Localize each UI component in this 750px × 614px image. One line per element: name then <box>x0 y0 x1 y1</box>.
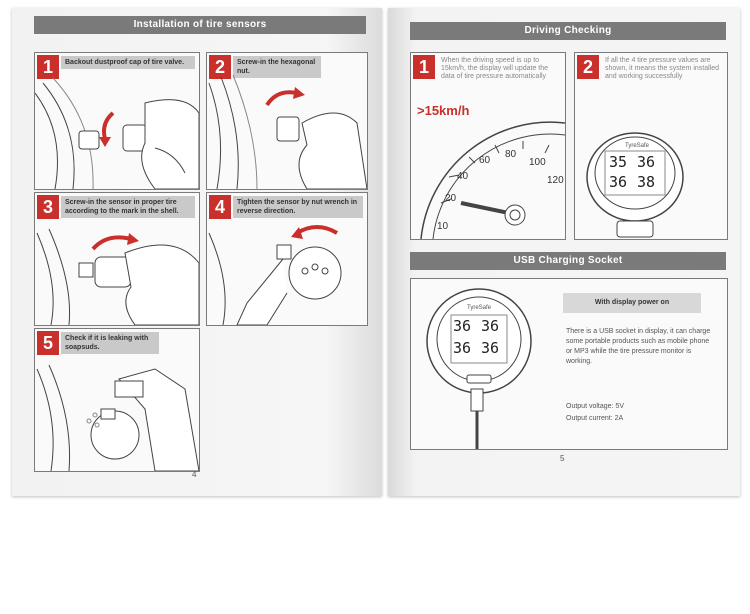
right-page-number: 5 <box>560 454 565 463</box>
step-1-caption: Backout dustproof cap of tire valve. <box>61 56 195 69</box>
step-3-illustration <box>36 228 199 325</box>
small-display-value-1: 35 <box>609 153 628 171</box>
large-display-value-2: 36 <box>481 317 500 335</box>
tpms-display-small <box>586 132 684 238</box>
step-2-panel: 2 Screw-in the hexagonal nut. <box>206 52 368 190</box>
small-display-value-2: 36 <box>637 153 656 171</box>
step-3-panel: 3 Screw-in the sensor in proper tire acc… <box>34 192 200 326</box>
tick-40: 40 <box>457 171 469 182</box>
speed-label: >15km/h <box>417 103 470 118</box>
step-5-caption: Check if it is leaking with soapsuds. <box>61 332 159 354</box>
tick-80: 80 <box>505 149 517 160</box>
driving-step-2-panel: 2 If all the 4 tire pressure values are … <box>574 52 728 240</box>
open-booklet: Installation of tire sensors 1 Backout d… <box>12 8 740 496</box>
small-display-value-4: 38 <box>637 173 656 191</box>
step-2-illustration <box>208 74 367 189</box>
left-page: Installation of tire sensors 1 Backout d… <box>12 8 382 496</box>
usb-description: There is a USB socket in display, it can… <box>566 328 711 365</box>
step-3-number: 3 <box>37 195 59 219</box>
driving-step-2-caption: If all the 4 tire pressure values are sh… <box>605 57 719 80</box>
step-4-caption: Tighten the sensor by nut wrench in reve… <box>233 196 363 218</box>
tick-60: 60 <box>479 155 491 166</box>
usb-charging-title: USB Charging Socket <box>410 252 726 270</box>
step-2-number: 2 <box>209 55 231 79</box>
step-2-caption: Screw-in the hexagonal nut. <box>233 56 321 78</box>
left-page-number: 4 <box>192 470 197 479</box>
driving-step-1-caption: When the driving speed is up to 15km/h, … <box>441 57 549 80</box>
large-display-value-1: 36 <box>453 317 472 335</box>
driving-step-2-number: 2 <box>577 55 599 79</box>
step-5-illustration <box>36 364 199 471</box>
step-5-panel: 5 Check if it is leaking with soapsuds. <box>34 328 200 472</box>
driving-checking-title: Driving Checking <box>410 22 726 40</box>
step-1-illustration <box>35 77 199 189</box>
driving-step-1-panel: 1 When the driving speed is up to 15km/h… <box>410 52 566 240</box>
tpms-display-large <box>426 288 532 449</box>
large-display-value-4: 36 <box>481 339 500 357</box>
display-power-on-label: With display power on <box>563 293 701 313</box>
tick-10: 10 <box>437 221 449 232</box>
small-display-brand: TyreSafe <box>625 143 650 149</box>
usb-panel: TyreSafe 36 36 36 36 With display power … <box>410 278 728 450</box>
speedometer-gauge <box>420 121 565 239</box>
step-1-panel: 1 Backout dustproof cap of tire valve. <box>34 52 200 190</box>
output-voltage: Output voltage: 5V <box>566 403 624 410</box>
driving-step-1-number: 1 <box>413 55 435 79</box>
output-current: Output current: 2A <box>566 415 624 422</box>
step-4-number: 4 <box>209 195 231 219</box>
installation-title: Installation of tire sensors <box>34 16 366 34</box>
step-4-illustration <box>208 225 342 325</box>
tick-100: 100 <box>529 157 546 168</box>
step-5-number: 5 <box>37 331 59 355</box>
tick-20: 20 <box>445 193 457 204</box>
tick-120: 120 <box>547 175 564 186</box>
step-1-number: 1 <box>37 55 59 79</box>
large-display-value-3: 36 <box>453 339 472 357</box>
small-display-value-3: 36 <box>609 173 628 191</box>
right-page: Driving Checking 1 When the driving spee… <box>388 8 740 496</box>
large-display-brand: TyreSafe <box>467 305 492 311</box>
step-4-panel: 4 Tighten the sensor by nut wrench in re… <box>206 192 368 326</box>
step-3-caption: Screw-in the sensor in proper tire accor… <box>61 196 195 218</box>
